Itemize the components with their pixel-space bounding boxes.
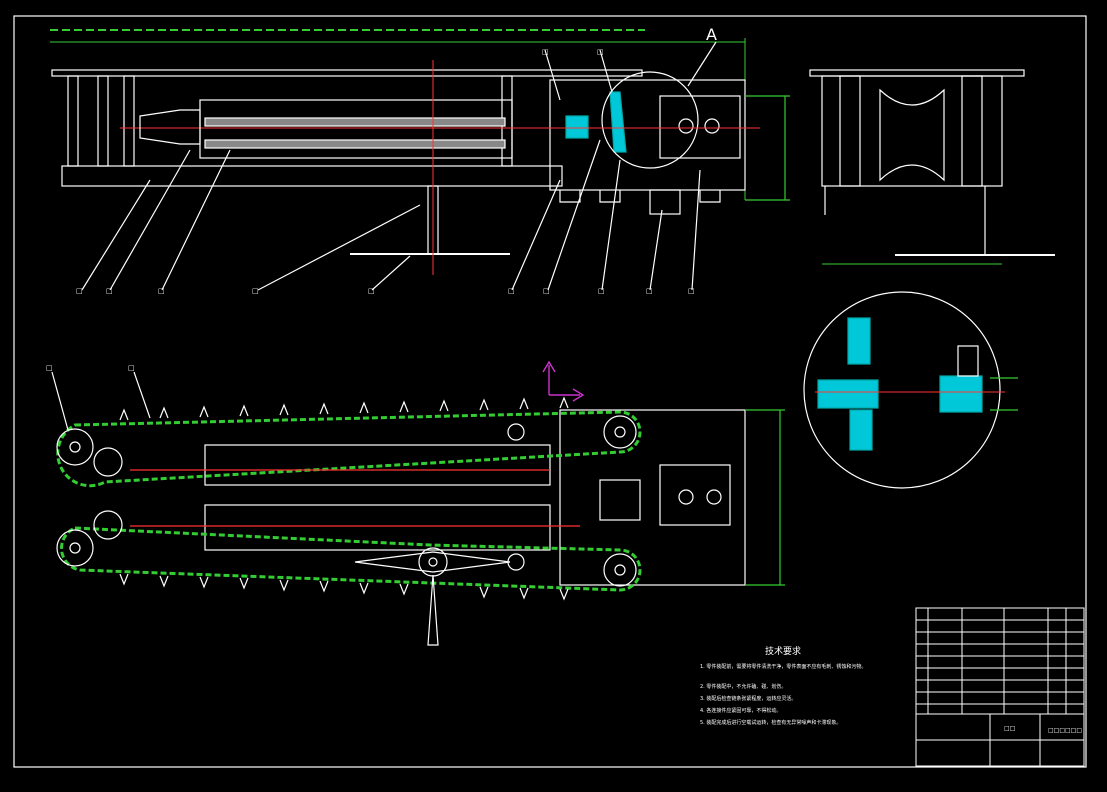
front-view bbox=[50, 29, 760, 291]
detail-view-a bbox=[803, 291, 1018, 489]
drawing-name: □□□□□□ bbox=[1048, 727, 1082, 734]
svg-text:□: □ bbox=[543, 287, 550, 295]
lower-cutter-teeth bbox=[119, 573, 569, 601]
svg-text:□: □ bbox=[597, 48, 604, 56]
sprockets bbox=[56, 415, 637, 587]
drawing-number: □□ bbox=[1004, 725, 1015, 732]
lower-chain-loop bbox=[60, 526, 642, 592]
gearbox-feet bbox=[559, 190, 721, 203]
cutter-bar-upper bbox=[204, 117, 506, 127]
svg-text:□: □ bbox=[158, 287, 165, 295]
ucs-axis-indicator bbox=[542, 360, 585, 402]
svg-text:□: □ bbox=[508, 287, 515, 295]
sprocket-lower-right bbox=[603, 553, 637, 587]
cutter-housing bbox=[199, 99, 513, 159]
svg-text:□: □ bbox=[106, 287, 113, 295]
svg-text:□: □ bbox=[128, 364, 135, 372]
side-top-rail bbox=[809, 69, 1025, 77]
bolt-2 bbox=[704, 118, 720, 134]
sprocket-upper-idler bbox=[93, 447, 123, 477]
svg-text:□: □ bbox=[646, 287, 653, 295]
side-rollers bbox=[879, 88, 945, 182]
svg-text:□: □ bbox=[46, 364, 53, 372]
cyan-bearing bbox=[565, 115, 589, 139]
plan-view bbox=[51, 360, 785, 646]
cutter-bar-lower bbox=[204, 139, 506, 149]
note-item-3: 3. 装配后检查链条张紧程度，运转应灵活。 bbox=[700, 695, 796, 702]
technical-notes: 技术要求 1. 零件装配前，需要将零件清洗干净，零件表面不应有毛刺、锈蚀和污物。… bbox=[700, 645, 866, 726]
sprocket-lower-left bbox=[56, 529, 94, 567]
note-item-4: 4. 各连接件应紧固可靠，不得松动。 bbox=[700, 707, 781, 714]
svg-text:□: □ bbox=[252, 287, 259, 295]
upper-bar-housing bbox=[204, 444, 551, 486]
svg-text:□: □ bbox=[542, 48, 549, 56]
detail-circle-a bbox=[601, 71, 699, 169]
svg-text:□: □ bbox=[76, 287, 83, 295]
view-label-a: A bbox=[706, 25, 717, 44]
svg-text:□: □ bbox=[688, 287, 695, 295]
callout-leaders bbox=[81, 139, 701, 291]
side-view bbox=[745, 69, 1055, 265]
upper-chain-loop bbox=[56, 410, 642, 488]
top-rail bbox=[51, 69, 643, 77]
gearbox-plan bbox=[559, 409, 746, 586]
sprocket-upper-left bbox=[56, 428, 94, 466]
sprocket-upper-right bbox=[603, 415, 637, 449]
cyan-gear-part bbox=[609, 91, 627, 153]
base-frame bbox=[61, 165, 563, 187]
title-block bbox=[915, 607, 1085, 767]
cutter-nose bbox=[139, 109, 201, 145]
svg-text:□: □ bbox=[598, 287, 605, 295]
note-item-5: 5. 装配完成后进行空载试运转，检查有无异常噪声和卡滞现象。 bbox=[700, 719, 841, 726]
side-frame bbox=[821, 75, 1003, 187]
svg-text:□: □ bbox=[368, 287, 375, 295]
note-item-2: 2. 零件装配中，不允许磕、碰、划伤。 bbox=[700, 683, 786, 690]
left-post bbox=[67, 75, 79, 167]
bolt-1 bbox=[678, 118, 694, 134]
center-blade bbox=[354, 551, 511, 573]
sprocket-lower-idler bbox=[93, 510, 123, 540]
drawing-border bbox=[13, 15, 1087, 768]
gearbox-cover bbox=[659, 95, 741, 159]
notes-title: 技术要求 bbox=[765, 645, 801, 657]
gearbox-housing bbox=[549, 79, 746, 191]
upper-cutter-teeth bbox=[119, 396, 569, 421]
note-item-1: 1. 零件装配前，需要将零件清洗干净，零件表面不应有毛刺、锈蚀和污物。 bbox=[700, 663, 866, 670]
second-post bbox=[97, 75, 109, 167]
third-post bbox=[123, 75, 135, 167]
detail-circle bbox=[803, 291, 1001, 489]
lower-bar-housing bbox=[204, 504, 551, 551]
callout-markers: □ □ □ □ □ □ □ □ □ □ □ □ □ □ bbox=[46, 48, 695, 372]
mount-bracket bbox=[649, 189, 681, 215]
